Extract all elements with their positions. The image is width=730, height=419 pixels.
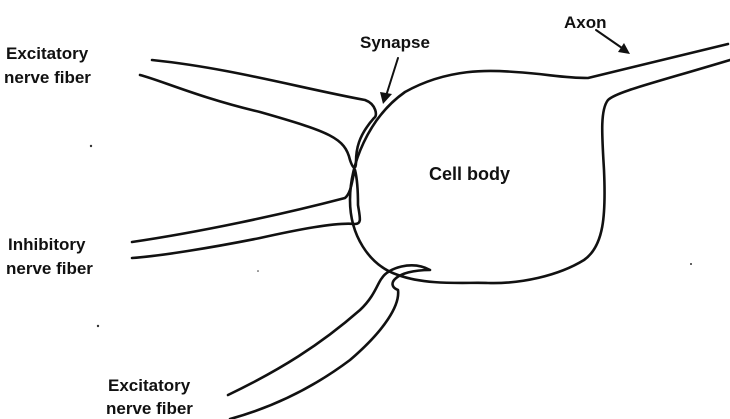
- synapse-pointer-arrow: [380, 58, 398, 104]
- label-axon: Axon: [564, 13, 607, 32]
- inhibitory-fiber: [132, 170, 360, 258]
- label-synapse: Synapse: [360, 33, 430, 52]
- excitatory-fiber-bottom: [228, 265, 430, 419]
- label-inhibitory-line2: nerve fiber: [6, 259, 93, 278]
- speck-mark: [257, 270, 259, 272]
- label-excitatory-bottom-line1: Excitatory: [108, 376, 191, 395]
- cell-body-outline: [350, 44, 730, 283]
- speck-mark: [690, 263, 692, 265]
- label-inhibitory-line1: Inhibitory: [8, 235, 86, 254]
- label-cell-body: Cell body: [429, 164, 510, 184]
- label-excitatory-top-line1: Excitatory: [6, 44, 89, 63]
- excitatory-fiber-top: [140, 60, 376, 168]
- label-excitatory-bottom-line2: nerve fiber: [106, 399, 193, 418]
- label-excitatory-top-line2: nerve fiber: [4, 68, 91, 87]
- speck-mark: [97, 325, 99, 327]
- speck-mark: [90, 145, 92, 147]
- axon-pointer-arrow: [596, 30, 630, 54]
